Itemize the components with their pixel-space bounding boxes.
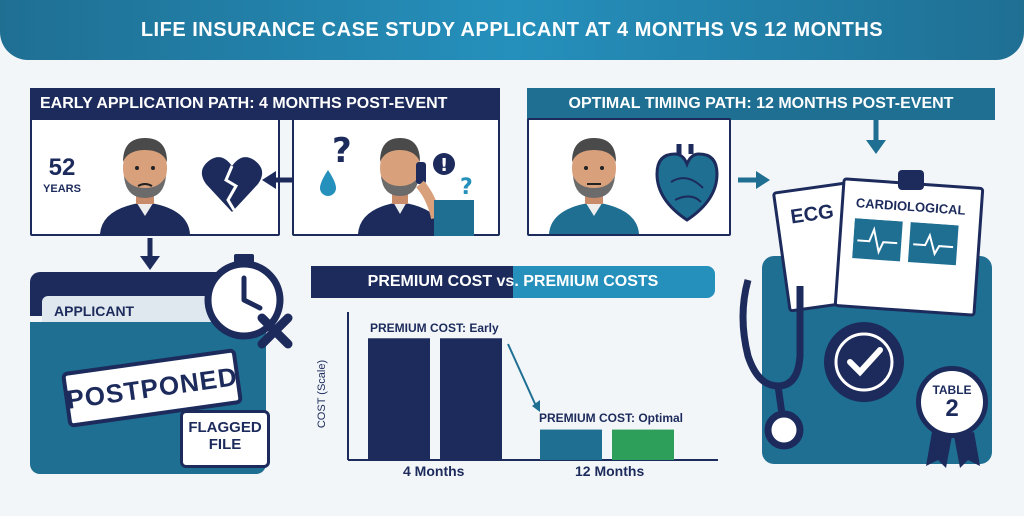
arrow-down-right-icon bbox=[866, 120, 886, 154]
age-unit: YEARS bbox=[43, 183, 81, 195]
stethoscope-icon bbox=[739, 279, 804, 450]
svg-text:?: ? bbox=[332, 131, 352, 171]
optimal-panel bbox=[527, 118, 731, 236]
early-worry-panel: ? ! ? bbox=[292, 118, 500, 236]
category-4-months: 4 Months bbox=[403, 463, 465, 479]
tag-line-1: FLAGGED bbox=[188, 419, 262, 436]
ecg-chart-icon bbox=[852, 218, 959, 266]
stopwatch-icon bbox=[204, 254, 293, 349]
y-axis-label: COST (Scale) bbox=[316, 359, 329, 429]
badge-line-2: 2 bbox=[945, 395, 959, 422]
bar-12-months-2 bbox=[612, 429, 674, 460]
optimal-path-title: OPTIMAL TIMING PATH: 12 MONTHS POST-EVEN… bbox=[527, 88, 995, 120]
table-2-badge: TABLE 2 bbox=[916, 366, 988, 438]
early-path-title: EARLY APPLICATION PATH: 4 MONTHS POST-EV… bbox=[30, 88, 500, 120]
heart-icon bbox=[655, 144, 719, 222]
category-12-months: 12 Months bbox=[575, 463, 645, 479]
cardiological-label: CARDIOLOGICAL bbox=[855, 195, 966, 218]
exclamation-icon: ! ? bbox=[433, 153, 474, 236]
applicant-folder: APPLICANT POSTPONED FLAGGED FILE bbox=[30, 272, 270, 474]
cardiological-document: CARDIOLOGICAL bbox=[833, 177, 985, 317]
optimal-cost-label: PREMIUM COST: Optimal bbox=[539, 411, 684, 425]
arrow-right-icon bbox=[738, 171, 770, 189]
badge-line-1: TABLE bbox=[932, 383, 972, 397]
age-value: 52 bbox=[48, 154, 76, 181]
chart-title: PREMIUM COST vs. PREMIUM COSTS bbox=[311, 266, 715, 298]
svg-text:?: ? bbox=[460, 175, 473, 200]
arrow-left-icon bbox=[262, 171, 296, 189]
folder-tab-label: APPLICANT bbox=[54, 303, 135, 319]
trend-arrow bbox=[507, 343, 537, 407]
sad-man-icon bbox=[100, 138, 190, 234]
arrow-down-icon bbox=[140, 238, 160, 270]
tag-line-2: FILE bbox=[208, 436, 242, 453]
trend-arrow-head bbox=[532, 400, 540, 412]
bar-4-months-1 bbox=[368, 338, 430, 460]
clipboard-clip bbox=[898, 170, 924, 190]
svg-text:!: ! bbox=[440, 155, 448, 176]
check-seal-icon bbox=[824, 322, 904, 402]
question-icon: ? bbox=[320, 131, 352, 196]
calm-man-icon bbox=[549, 138, 639, 234]
premium-chart bbox=[347, 312, 718, 461]
age-label: 52 YEARS bbox=[40, 156, 84, 195]
badge-ribbon-icon bbox=[926, 432, 980, 468]
flagged-file-tag: FLAGGED FILE bbox=[180, 410, 270, 468]
early-cost-label: PREMIUM COST: Early bbox=[370, 321, 499, 335]
early-applicant-panel: 52 YEARS bbox=[30, 118, 280, 236]
broken-heart-icon bbox=[201, 157, 263, 212]
page-title: LIFE INSURANCE CASE STUDY APPLICANT AT 4… bbox=[0, 0, 1024, 60]
bar-4-months-2 bbox=[440, 338, 502, 460]
bar-12-months-1 bbox=[540, 429, 602, 460]
postponed-text: POSTPONED bbox=[64, 360, 240, 415]
